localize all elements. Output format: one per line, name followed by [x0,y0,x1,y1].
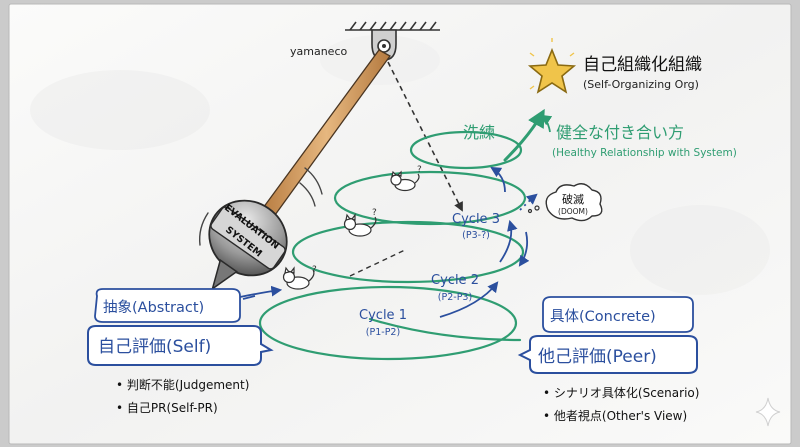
cycle-progress-arrows [239,166,538,318]
right-bubble-peer [517,335,698,374]
right-bullet-1: • シナリオ具体化(Scenario) [543,386,699,400]
cycle-dashed-link [349,249,406,277]
cycle-1-range: (P1-P2) [366,327,400,338]
right-bubble-peer-text: 他己評価(Peer) [538,347,657,367]
refinement-label: 洗練 [463,123,495,142]
left-bubble-abstract [94,288,241,323]
doom-cloud [527,183,603,222]
goal-subtitle: (Self-Organizing Org) [583,78,699,91]
right-bullet-2: • 他者視点(Other's View) [543,408,687,423]
cat-doodle-icon [390,170,420,192]
cat-doodle-icon [343,213,377,237]
left-bubble-self-text: 自己評価(Self) [98,337,211,357]
doom-title: 破滅 [562,192,584,206]
right-bubble-concrete [542,296,694,333]
cat-doodle-icon [282,266,315,290]
cycle-3-range: (P3-?) [462,230,490,241]
rest-position-line [387,61,463,212]
goal-star-icon [527,38,577,94]
left-bullet-1: • 判断不能(Judgement) [116,377,249,392]
cycle-2-title: Cycle 2 [431,273,479,288]
svg-text:?: ? [417,165,422,175]
goal-title: 自己組織化組織 [583,55,702,75]
eraser-smudges [30,35,770,295]
right-bubble-concrete-text: 具体(Concrete) [550,308,656,325]
left-bubble-abstract-text: 抽象(Abstract) [103,299,204,316]
pivot-label: yamaneco [290,45,347,58]
cycle-1-title: Cycle 1 [359,308,407,323]
motion-lines [198,167,323,246]
left-bullet-2: • 自己PR(Self-PR) [116,401,218,415]
cycle-3-title: Cycle 3 [452,212,500,227]
refinement-subtitle: (Healthy Relationship with System) [552,147,737,159]
cycle-2-range: (P2-P3) [438,292,472,303]
evaluation-system-weight [208,199,288,291]
left-bubble-self [87,325,274,366]
svg-text:?: ? [312,265,317,275]
svg-text:?: ? [372,208,377,218]
question-mark-icon: ??? [312,165,422,275]
doom-subtitle: (DOOM) [558,207,588,216]
refinement-title: 健全な付き合い方 [556,123,684,142]
sparkle-icon [755,397,781,427]
refinement-arrow [540,114,553,133]
